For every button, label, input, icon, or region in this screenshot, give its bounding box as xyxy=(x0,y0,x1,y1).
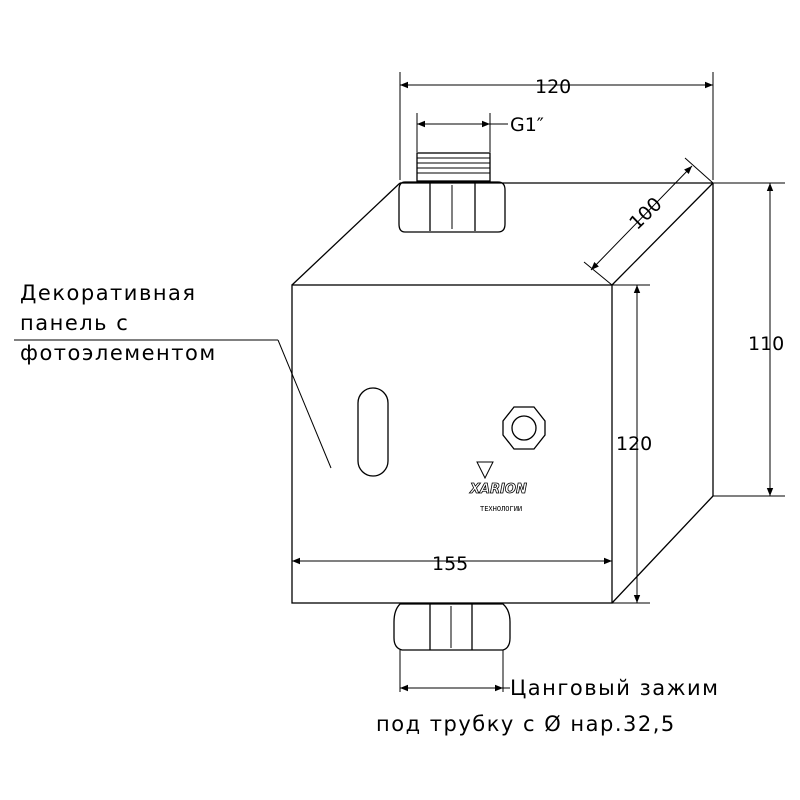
dimension-front-width: 155 xyxy=(292,553,612,575)
logo-name: XARION xyxy=(469,482,527,497)
bottom-nut xyxy=(393,603,511,651)
dim-front-width-value: 155 xyxy=(432,553,468,575)
panel-label: Декоративная панель с фотоэлементом xyxy=(14,281,332,469)
leader-line xyxy=(277,339,332,469)
dim-top-width-value: 120 xyxy=(535,76,571,98)
panel-label-line-1: Декоративная xyxy=(20,281,197,305)
clamp-label-line-2: под трубку с Ø нар.32,5 xyxy=(376,712,676,736)
dim-thread-value: G1″ xyxy=(510,114,544,136)
top-right-edge xyxy=(611,182,714,286)
top-fitting xyxy=(398,152,506,233)
panel-label-line-2: панель с xyxy=(20,311,129,335)
top-left-edge xyxy=(291,182,401,286)
dimension-top-width: 120 xyxy=(399,72,714,180)
bottom-fitting xyxy=(393,603,511,692)
dim-front-height-value: 120 xyxy=(616,433,652,455)
bottom-right-edge xyxy=(611,495,714,604)
thread-section xyxy=(416,152,491,182)
dimension-depth: 100 xyxy=(583,157,714,286)
front-face xyxy=(291,284,613,604)
dim-back-height-value: 110 xyxy=(748,333,784,355)
photocell-window xyxy=(357,387,389,477)
panel-label-line-3: фотоэлементом xyxy=(20,341,217,365)
box-body xyxy=(291,182,714,604)
top-nut xyxy=(398,181,506,233)
dimension-front-height: 120 xyxy=(612,284,652,604)
logo-tagline: ТЕХНОЛОГИИ xyxy=(480,505,522,513)
clamp-label: Цанговый зажим под трубку с Ø нар.32,5 xyxy=(376,676,720,736)
dimension-thread: G1″ xyxy=(416,113,544,152)
clamp-label-line-1: Цанговый зажим xyxy=(510,676,720,700)
xarion-logo: XARION ТЕХНОЛОГИИ xyxy=(469,461,527,513)
hex-bolt-icon xyxy=(502,406,546,450)
dimension-back-height: 110 xyxy=(713,182,785,497)
